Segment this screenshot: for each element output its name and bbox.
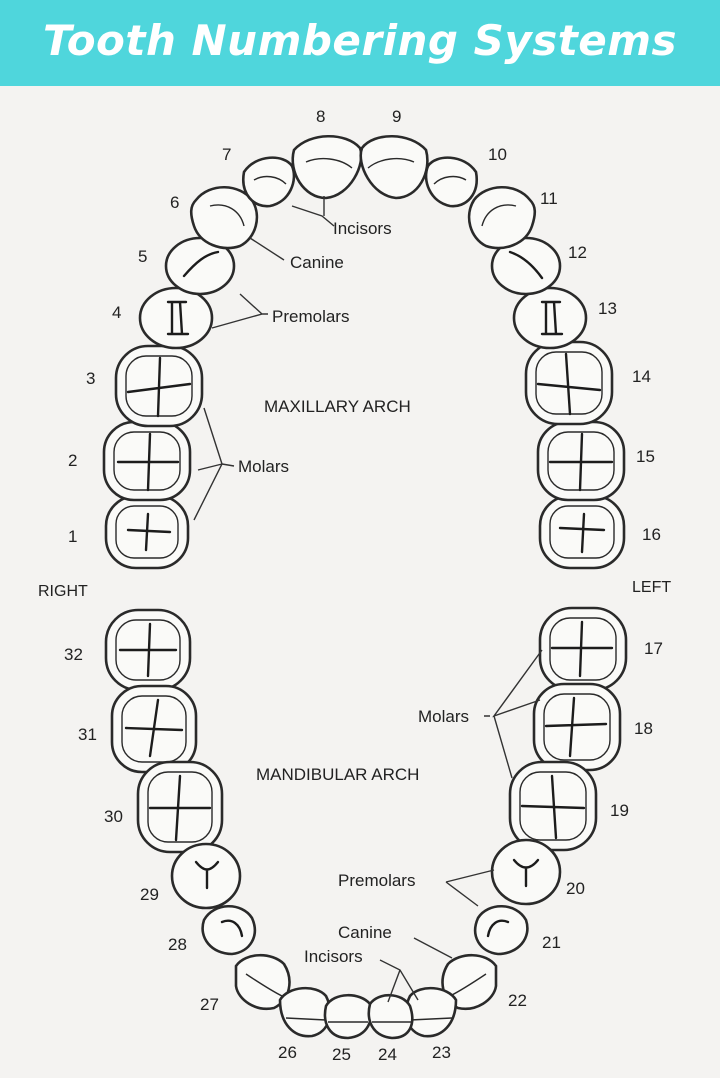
number-19: 19 [610, 801, 629, 820]
number-32: 32 [64, 645, 83, 664]
tooth-2 [102, 420, 192, 502]
label-upper-premolars: Premolars [272, 307, 349, 326]
title-banner: Tooth Numbering Systems [0, 0, 720, 86]
number-18: 18 [634, 719, 653, 738]
tooth-21 [473, 905, 529, 956]
label-right: RIGHT [38, 583, 88, 600]
label-maxillary-arch: MAXILLARY ARCH [264, 397, 411, 416]
number-1: 1 [68, 527, 77, 546]
number-30: 30 [104, 807, 123, 826]
tooth-11 [467, 186, 537, 250]
number-9: 9 [392, 107, 401, 126]
page-title: Tooth Numbering Systems [42, 16, 678, 65]
tooth-16 [538, 494, 626, 570]
number-24: 24 [378, 1045, 397, 1064]
number-20: 20 [566, 879, 585, 898]
label-lower-premolars: Premolars [338, 871, 415, 890]
tooth-8 [291, 134, 363, 200]
tooth-23 [404, 986, 458, 1038]
tooth-7 [242, 156, 296, 208]
tooth-26 [278, 986, 332, 1038]
label-upper-molars: Molars [238, 457, 289, 476]
label-lower-molars: Molars [418, 707, 469, 726]
tooth-25 [323, 993, 373, 1040]
number-23: 23 [432, 1043, 451, 1062]
number-10: 10 [488, 145, 507, 164]
tooth-chart: Incisors Canine Premolars Molars MAXILLA… [38, 107, 671, 1064]
tooth-32 [104, 608, 192, 692]
number-22: 22 [508, 991, 527, 1010]
label-lower-canine: Canine [338, 923, 392, 942]
number-5: 5 [138, 247, 147, 266]
number-27: 27 [200, 995, 219, 1014]
tooth-12 [490, 236, 562, 296]
number-4: 4 [112, 303, 121, 322]
number-13: 13 [598, 299, 617, 318]
tooth-6 [189, 186, 259, 250]
number-7: 7 [222, 145, 231, 164]
tooth-19 [508, 760, 598, 852]
tooth-28 [201, 905, 257, 956]
number-12: 12 [568, 243, 587, 262]
tooth-29 [170, 842, 242, 910]
tooth-14 [524, 340, 614, 426]
label-upper-incisors: Incisors [333, 219, 392, 238]
tooth-18 [532, 682, 622, 772]
tooth-4 [138, 286, 214, 350]
label-mandibular-arch: MANDIBULAR ARCH [256, 765, 419, 784]
tooth-10 [424, 156, 478, 208]
number-8: 8 [316, 107, 325, 126]
tooth-24 [367, 993, 414, 1040]
tooth-27 [234, 953, 291, 1011]
tooth-30 [136, 760, 224, 854]
number-31: 31 [78, 725, 97, 744]
number-29: 29 [140, 885, 159, 904]
label-lower-incisors: Incisors [304, 947, 363, 966]
tooth-1 [104, 494, 190, 570]
tooth-13 [512, 286, 588, 350]
number-11: 11 [540, 189, 558, 208]
number-28: 28 [168, 935, 187, 954]
number-16: 16 [642, 525, 661, 544]
number-25: 25 [332, 1045, 351, 1064]
label-left: LEFT [632, 579, 671, 596]
number-17: 17 [644, 639, 663, 658]
tooth-31 [110, 684, 198, 774]
number-14: 14 [632, 367, 651, 386]
number-3: 3 [86, 369, 95, 388]
leader-lines [193, 196, 543, 1003]
number-15: 15 [636, 447, 655, 466]
tooth-3 [114, 344, 204, 428]
tooth-15 [536, 420, 626, 502]
number-2: 2 [68, 451, 77, 470]
label-upper-canine: Canine [290, 253, 344, 272]
number-21: 21 [542, 933, 561, 952]
tooth-9 [359, 135, 429, 200]
tooth-20 [490, 838, 562, 906]
number-26: 26 [278, 1043, 297, 1062]
tooth-17 [538, 606, 628, 692]
number-6: 6 [170, 193, 179, 212]
